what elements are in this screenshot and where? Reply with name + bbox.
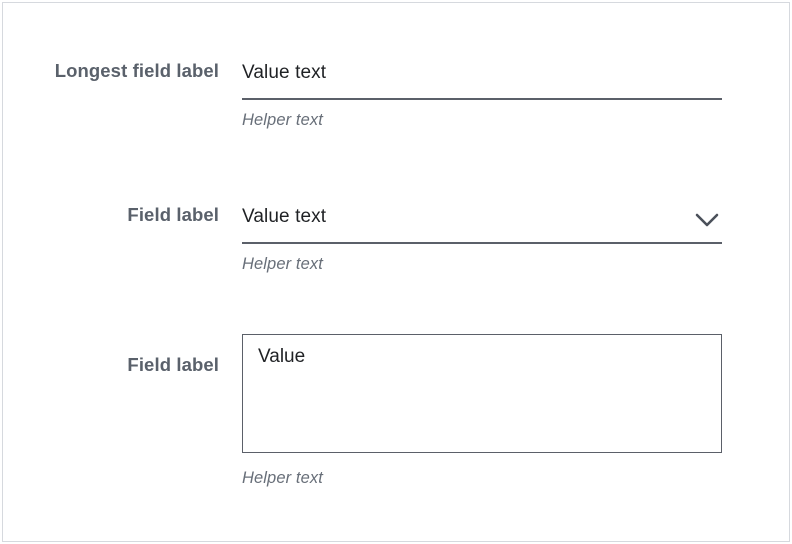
- field-row-text-input: Longest field label Helper text: [44, 60, 722, 130]
- field-control-select: Helper text: [242, 204, 722, 274]
- field-row-textarea: Field label Helper text: [44, 334, 722, 488]
- text-input-wrapper[interactable]: [242, 60, 722, 100]
- select-wrapper[interactable]: [242, 204, 722, 244]
- field-control-text-input: Helper text: [242, 60, 722, 130]
- chevron-down-icon: [695, 212, 719, 228]
- helper-text-select: Helper text: [242, 255, 323, 273]
- select-value-input[interactable]: [242, 204, 722, 230]
- helper-text-text-input: Helper text: [242, 111, 323, 129]
- field-label-longest: Longest field label: [54, 60, 219, 81]
- field-label-select: Field label: [127, 204, 219, 225]
- textarea-input[interactable]: [242, 334, 722, 453]
- field-label-textarea: Field label: [127, 354, 219, 375]
- field-row-select: Field label Helper text: [44, 204, 722, 274]
- select-toggle-button[interactable]: [692, 208, 722, 232]
- text-input[interactable]: [242, 60, 722, 86]
- field-control-textarea: Helper text: [242, 334, 722, 488]
- helper-text-textarea: Helper text: [242, 469, 323, 487]
